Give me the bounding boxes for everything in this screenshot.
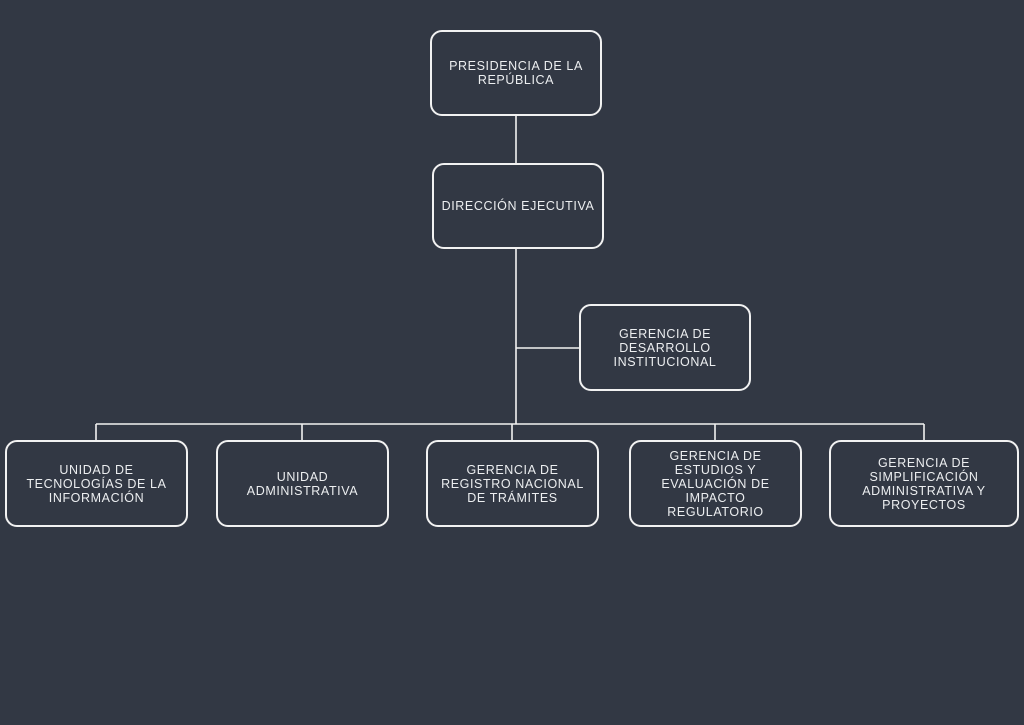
box-gerencia-estudios-impacto: GERENCIA DE ESTUDIOS Y EVALUACIÓN DE IMP… — [629, 440, 802, 527]
box-direccion-ejecutiva: DIRECCIÓN EJECUTIVA — [432, 163, 604, 249]
box-unidad-tecnologias: UNIDAD DE TECNOLOGÍAS DE LA INFORMACIÓN — [5, 440, 188, 527]
box-gerencia-desarrollo-institucional: GERENCIA DE DESARROLLO INSTITUCIONAL — [579, 304, 751, 391]
box-presidencia: PRESIDENCIA DE LA REPÚBLICA — [430, 30, 602, 116]
box-unidad-tecnologias-label: UNIDAD DE TECNOLOGÍAS DE LA INFORMACIÓN — [26, 462, 167, 505]
box-gerencia-registro-tramites-label: GERENCIA DE REGISTRO NACIONAL DE TRÁMITE… — [441, 462, 584, 505]
box-gerencia-desarrollo-institucional-label: GERENCIA DE DESARROLLO INSTITUCIONAL — [613, 326, 717, 369]
box-gerencia-estudios-impacto-label: GERENCIA DE ESTUDIOS Y EVALUACIÓN DE IMP… — [661, 448, 770, 519]
box-presidencia-label: PRESIDENCIA DE LA REPÚBLICA — [449, 59, 583, 87]
box-unidad-administrativa-label: UNIDAD ADMINISTRATIVA — [246, 469, 359, 498]
box-gerencia-simplificacion-label: GERENCIA DE SIMPLIFICACIÓN ADMINISTRATIV… — [862, 455, 986, 512]
box-gerencia-registro-tramites: GERENCIA DE REGISTRO NACIONAL DE TRÁMITE… — [426, 440, 599, 527]
box-unidad-administrativa: UNIDAD ADMINISTRATIVA — [216, 440, 389, 527]
box-gerencia-simplificacion: GERENCIA DE SIMPLIFICACIÓN ADMINISTRATIV… — [829, 440, 1019, 527]
box-direccion-ejecutiva-label: DIRECCIÓN EJECUTIVA — [441, 199, 595, 213]
